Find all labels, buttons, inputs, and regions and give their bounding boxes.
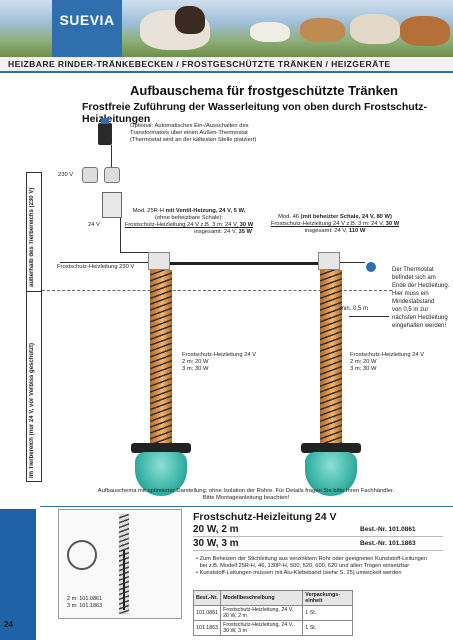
product-image-labels: 2 m: 101.0861 3 m: 101.1863 — [67, 596, 103, 609]
right-model-description: Mod. 46 (mit beheizter Schale, 24 V, 80 … — [270, 214, 400, 234]
trough-rim-left — [131, 443, 191, 453]
cable-24v — [120, 252, 170, 253]
frost-boundary-line — [42, 290, 392, 291]
table-header: Modellbeschreibung — [220, 590, 304, 606]
product-variant-spec: 20 W, 2 m — [193, 524, 239, 535]
variant-divider — [193, 550, 443, 551]
cable-230-label: Frostschutz-Heizleitung 230 V — [57, 264, 135, 270]
thermostat-note: Der Thermostat befindet sich am Ende der… — [392, 267, 450, 329]
cable-thermostat-icon — [366, 262, 376, 272]
section-divider — [40, 506, 453, 507]
cow-photo — [300, 18, 345, 42]
heater-right-label: Frostschutz-Heizleitung 24 V 2 m; 20 W 3… — [350, 352, 425, 372]
cow-photo — [250, 22, 290, 42]
junction-box — [148, 252, 170, 270]
left-model-description: Mod. 25R-H mit Ventil-Heizung, 24 V, 5 W… — [124, 208, 254, 235]
product-bullets: • Zum Beheizen der Stichleitung aus verz… — [196, 556, 428, 576]
product-photo: 2 m: 101.0861 3 m: 101.1863 — [58, 509, 182, 619]
heating-coil-left — [150, 270, 172, 445]
heater-left-label: Frostschutz-Heizleitung 24 V 2 m; 20 W 3… — [182, 352, 257, 372]
cow-photo — [175, 6, 205, 34]
category-bar: HEIZBARE RINDER-TRÄNKEBECKEN / FROSTGESC… — [0, 57, 453, 73]
product-title: Frostschutz-Heizleitung 24 V — [193, 511, 337, 523]
optional-note: Optional: Automatisches Ein-/Ausschalten… — [130, 123, 257, 143]
drinking-trough-left — [135, 452, 187, 496]
trough-rim-right — [301, 443, 361, 453]
socket-icon — [104, 167, 120, 183]
header-photo: SUEVIA — [0, 0, 453, 57]
diagram-caption: Aufbauschema mit optimierter Darstellung… — [97, 488, 395, 501]
table-row: 101.1863 Frostschutz-Heizleitung, 24 V, … — [192, 620, 353, 636]
voltage-230-label: 230 V — [58, 172, 74, 178]
page-title: Aufbauschema für frostgeschützte Tränken — [130, 83, 398, 98]
main-water-pipe — [158, 262, 330, 265]
page-number: 24 — [4, 620, 13, 629]
junction-box — [318, 252, 340, 270]
drinking-trough-right — [305, 452, 357, 496]
page-subtitle: Frostfreie Zuführung der Wasserleitung v… — [82, 101, 427, 125]
table-header: Best.-Nr. — [192, 590, 222, 606]
order-number: Best.-Nr. 101.1863 — [360, 540, 416, 547]
heating-coil-right — [320, 270, 342, 445]
table-row: 101.0861 Frostschutz-Heizleitung, 24 V, … — [192, 605, 353, 621]
variant-divider — [193, 536, 443, 537]
order-table: Best.-Nr. Modellbeschreibung Verpackungs… — [192, 590, 353, 636]
socket-icon — [82, 167, 98, 183]
voltage-24-label: 24 V — [88, 222, 100, 228]
coiled-cable-icon — [67, 540, 97, 570]
logo-background — [52, 0, 122, 57]
cable-24v — [120, 218, 121, 252]
product-variant-spec: 30 W, 3 m — [193, 538, 239, 549]
brand-logo: SUEVIA — [59, 12, 115, 28]
table-header: Verpackungs-einheit — [302, 590, 353, 606]
thermostat-wire — [111, 145, 112, 167]
min-distance-label: min. 0,5 m — [340, 306, 369, 312]
transformer-icon — [102, 192, 122, 218]
zone-indicator: außerhalb des Tierbereichs (230 V) Im Ti… — [26, 172, 42, 482]
zone-outside-label: außerhalb des Tierbereichs (230 V) — [29, 187, 35, 287]
cable-lead-icon — [123, 550, 125, 610]
thermostat-cap-icon — [101, 118, 109, 124]
cow-photo — [400, 16, 450, 46]
outdoor-thermostat-icon — [98, 123, 112, 145]
zone-inside-label: Im Tierbereich (nur 24 V, vor Verbiss ge… — [29, 342, 35, 478]
zone-divider — [27, 291, 41, 292]
category-title: HEIZBARE RINDER-TRÄNKEBECKEN / FROSTGESC… — [8, 59, 391, 69]
distance-marker — [349, 316, 389, 317]
order-number: Best.-Nr. 101.0861 — [360, 526, 416, 533]
page-side-tab — [0, 509, 36, 640]
cow-photo — [350, 14, 400, 44]
